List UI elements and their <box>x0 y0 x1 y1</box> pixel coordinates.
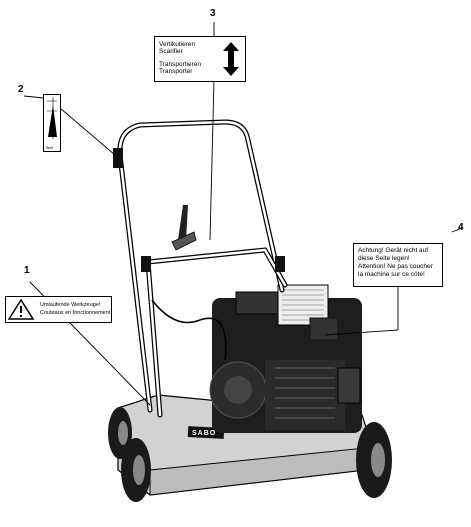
leader-lines <box>23 22 463 406</box>
callout-2: 2 <box>18 84 24 95</box>
double-arrow-icon <box>223 42 239 76</box>
warning-triangle-icon <box>7 298 35 320</box>
adjust-lever <box>171 205 197 251</box>
label-mode-line-3: Transportieren <box>159 61 202 68</box>
label-height-sticker: Wolf <box>43 94 61 152</box>
callout-1: 1 <box>24 265 30 276</box>
handle-clamps <box>113 148 285 272</box>
brand-plate: SABO <box>192 430 217 437</box>
label-warning-line-1: Umlaufende Werkzeuge! <box>40 302 101 308</box>
front-wheel <box>356 422 392 498</box>
label-height-caption: Wolf <box>46 146 53 150</box>
label-mode-line-1: Vertikutieren <box>159 41 196 48</box>
label-side-warning-sticker: Achtung! Gerät nicht auf diese Seite leg… <box>353 243 443 287</box>
engine <box>209 284 362 433</box>
throttle-cable <box>151 299 227 361</box>
label-mode-line-4: Transporter <box>159 68 193 75</box>
rear-wheels <box>108 407 151 502</box>
height-wedge-icon <box>47 97 57 139</box>
label-warning-sticker: Umlaufende Werkzeuge! Couteaux en foncti… <box>5 296 112 323</box>
callout-4: 4 <box>458 222 464 233</box>
push-handle <box>117 119 288 418</box>
callout-3: 3 <box>210 8 216 19</box>
label-mode-line-2: Scarifier <box>159 48 183 55</box>
label-warning-line-2: Couteaux en fonctionnement <box>40 310 111 316</box>
label-mode-sticker: Vertikutieren Scarifier Transportieren T… <box>154 36 246 82</box>
